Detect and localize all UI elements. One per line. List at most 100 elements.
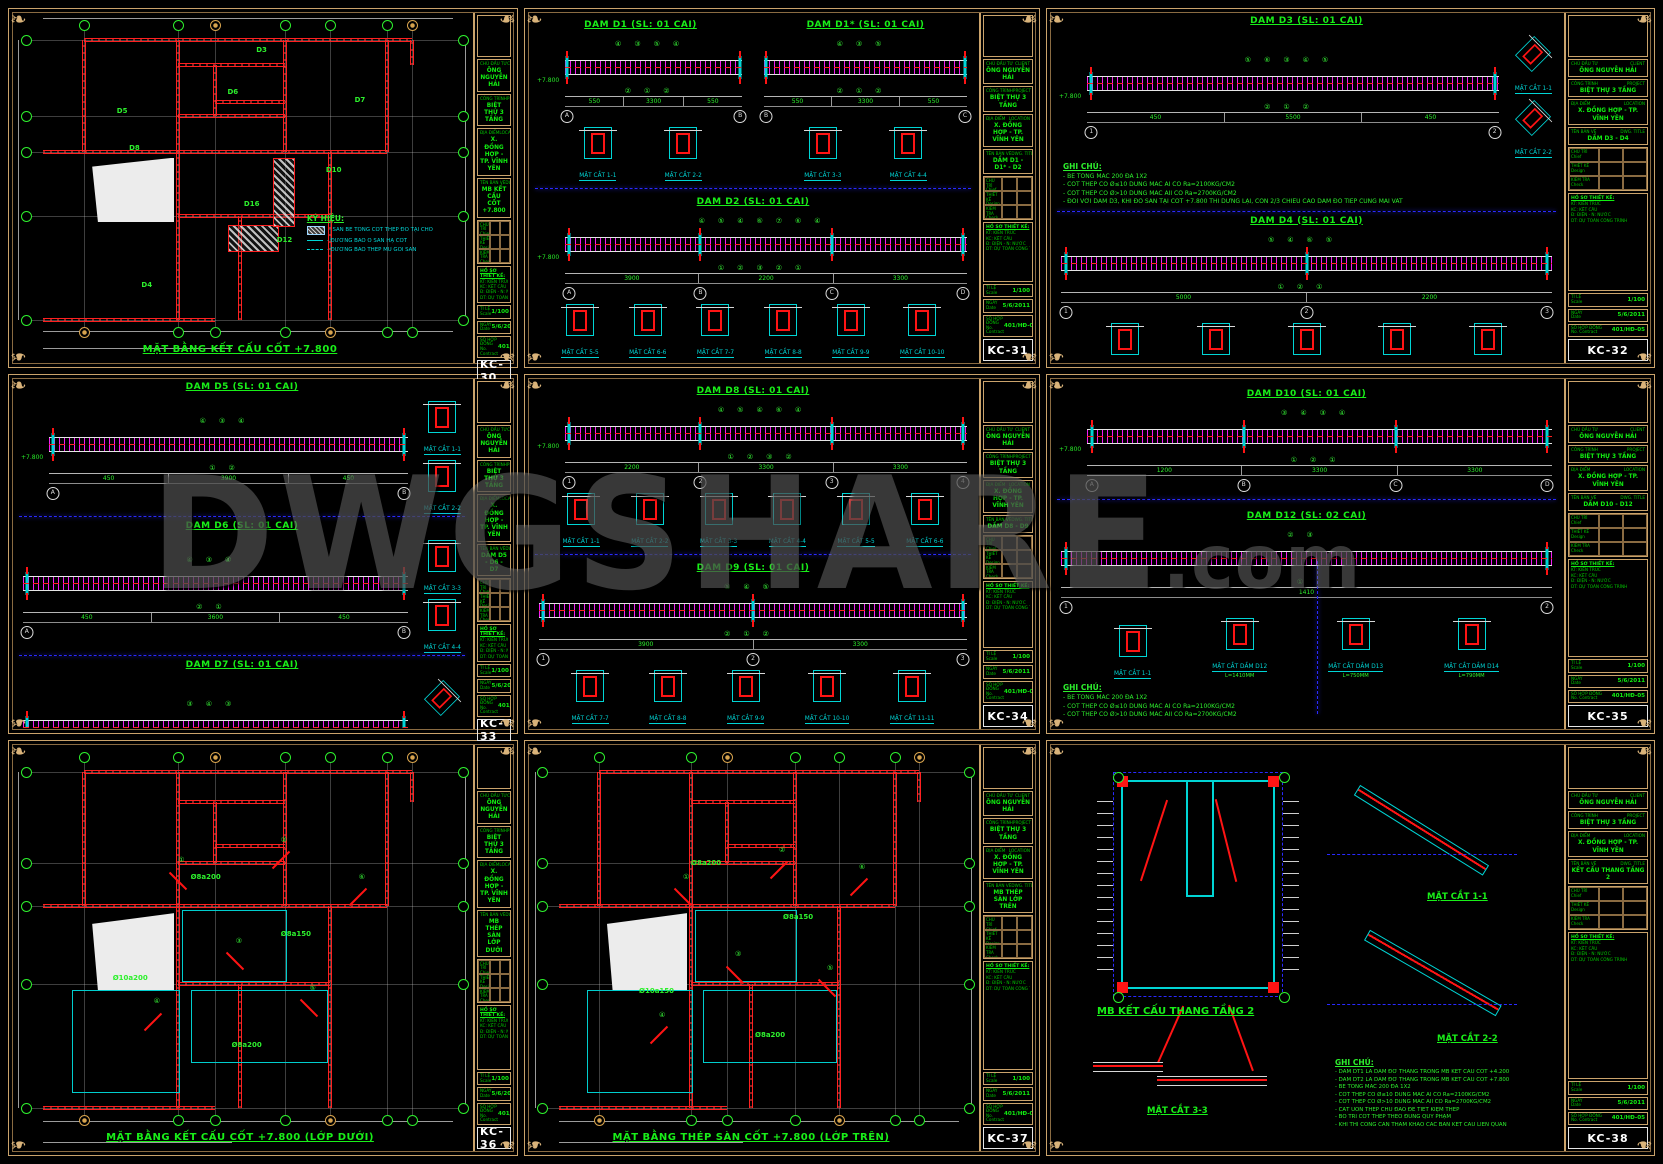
meta-label-en: No. Contract xyxy=(480,1112,499,1123)
rebar-tick-bottom xyxy=(961,253,964,261)
meta-value: 1/100 xyxy=(491,1075,509,1082)
field-label-en: CLIENT xyxy=(1015,61,1030,66)
corner-ornament-icon: ❧ xyxy=(1048,1133,1065,1157)
axis-bubble xyxy=(79,20,90,31)
field-value: ÔNG NGUYỄN HẢI xyxy=(1579,800,1637,806)
sign-cell xyxy=(1622,148,1647,163)
section-card: MẶT CẮT 6-6 xyxy=(905,493,944,548)
dim-value: 3300 xyxy=(1241,465,1396,475)
section-label: MẶT CẮT 1-1 xyxy=(1114,671,1152,680)
beam-line-v xyxy=(837,906,841,1108)
section-card: MẶT CẮT 7-7 xyxy=(571,669,610,724)
field-value: X. ĐỒNG HỢP - TP. VĨNH YÊN xyxy=(992,488,1024,510)
meta-value: 5/6/2011 xyxy=(1617,312,1645,319)
legend-box: KÝ HIỆU:- SÀN BÊ TÔNG CỐT THÉP ĐỔ TẠI CH… xyxy=(306,214,445,253)
sign-label: KIỂM TRA Check xyxy=(1569,176,1599,191)
axis-bubble: A xyxy=(20,626,34,639)
rebar-tick-top xyxy=(752,593,754,601)
beam-callouts-top: ③④③ xyxy=(186,700,245,708)
legend-text: - ĐƯỜNG BAO Ô SÀN HẠ CỐT xyxy=(326,237,408,244)
beam-block: DẦM D7 (SL: 01 CÁI)③④③①②4503300450ABMẶT … xyxy=(15,658,469,728)
support-tick xyxy=(963,56,967,80)
dim-value: 3300 xyxy=(752,639,968,649)
corner-ornament-icon: ❧ xyxy=(526,711,543,735)
note-line: - KHI THI CÔNG CẦN THAM KHẢO CÁC BẢN KẾT… xyxy=(1335,1121,1507,1128)
sign-cell xyxy=(490,248,501,263)
field-label-vn: TÊN BẢN VẼ xyxy=(480,545,506,551)
field-label-en: DWG. TITLE xyxy=(505,911,510,917)
dwg-title-value: MB THÉP SÀN LỚP DƯỚI xyxy=(485,918,503,954)
meta-label-vn: NGÀY xyxy=(1571,309,1583,315)
notes-title: GHI CHÚ: xyxy=(1063,683,1102,693)
plan-dim-line xyxy=(43,17,453,19)
sign-cell xyxy=(490,973,501,988)
axis-bubble xyxy=(834,752,845,763)
note-line: - DẦM DT1 LÀ DẦM ĐỠ THANG TRONG MB KẾT C… xyxy=(1335,1069,1510,1075)
corner-ornament-icon: ❧ xyxy=(1048,711,1065,735)
section-length: L=1410MM xyxy=(1225,673,1255,680)
grid-line xyxy=(387,754,389,1122)
title-block-logo xyxy=(1568,381,1648,423)
support-tick xyxy=(565,56,569,80)
beam-line-h xyxy=(84,38,412,42)
note-line: - BÊ TÔNG MÁC 200 ĐÁ 1X2 xyxy=(1063,694,1148,702)
sign-cell xyxy=(1017,549,1032,564)
title-block-logo xyxy=(477,15,511,57)
title-block-logo xyxy=(1568,15,1648,57)
grid-line xyxy=(895,754,896,1122)
section-box xyxy=(1515,35,1552,73)
notes-line: KC: KẾT CẤU xyxy=(480,1023,507,1029)
axis-bubble xyxy=(458,1103,469,1114)
rebar-tick-top xyxy=(765,51,768,59)
sign-cell xyxy=(1598,528,1623,543)
rebar-tick-bottom xyxy=(961,443,964,451)
rebar-callout: ④ xyxy=(659,1010,666,1019)
rebar-tick-top xyxy=(1064,542,1067,550)
section-card: MẶT CẮT 4-4 xyxy=(768,493,807,548)
section-card: MẶT CẮT 5-5 xyxy=(1287,322,1326,362)
field-label-vn: ĐỊA ĐIỂM xyxy=(1571,467,1591,473)
axis-bubble xyxy=(964,1103,975,1114)
section-box xyxy=(726,669,765,702)
section-card: MẶT CẮT 11-11 xyxy=(889,669,935,724)
rebar-tick-bottom xyxy=(1394,445,1397,453)
support-tick xyxy=(1089,72,1093,95)
axis-bubble xyxy=(382,1115,394,1126)
meta-value: 1/100 xyxy=(491,308,509,315)
dim-value: 3300 xyxy=(623,97,682,107)
meta-label-vn: NGÀY xyxy=(1571,1097,1583,1103)
plan-beam-tag: D4 xyxy=(141,280,153,289)
meta-value: 5/6/2011 xyxy=(1617,1100,1645,1107)
section-box xyxy=(696,303,735,336)
beam-line-h xyxy=(727,843,795,848)
meta-value: 1/100 xyxy=(1012,287,1030,294)
corner-ornament-icon: ❧ xyxy=(499,345,516,369)
beam-callouts-bottom: ②①② xyxy=(724,629,782,638)
beam-callouts-bottom: ②①② xyxy=(1264,103,1322,111)
